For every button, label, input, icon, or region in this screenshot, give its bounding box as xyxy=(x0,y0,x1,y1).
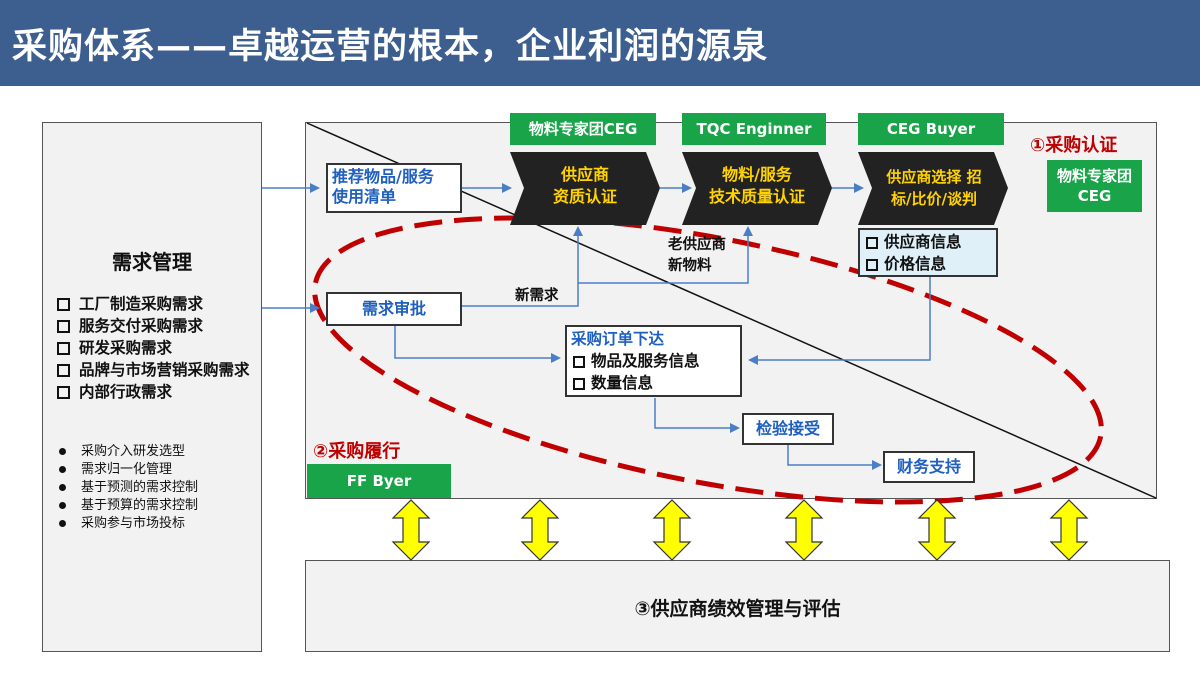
bullet-icon xyxy=(59,520,66,527)
bullet-icon xyxy=(59,484,66,491)
demand-checkbox-list: 工厂制造采购需求 服务交付采购需求 研发采购需求 品牌与市场营销采购需求 内部行… xyxy=(57,293,257,403)
demand-item: 内部行政需求 xyxy=(57,381,257,403)
connector-arrows xyxy=(262,183,931,470)
demand-item: 服务交付采购需求 xyxy=(57,315,257,337)
demand-management-panel: 需求管理 工厂制造采购需求 服务交付采购需求 研发采购需求 品牌与市场营销采购需… xyxy=(42,122,262,652)
purchase-order-title: 采购订单下达 xyxy=(571,330,665,348)
chevron-supplier-qualification xyxy=(510,152,660,225)
double-arrow xyxy=(520,499,560,561)
price-info-item: 价格信息 xyxy=(864,253,992,275)
bullet-item: 基于预测的需求控制 xyxy=(57,479,257,497)
checkbox-icon xyxy=(57,320,70,333)
checkbox-icon xyxy=(573,356,585,368)
demand-item: 工厂制造采购需求 xyxy=(57,293,257,315)
bullet-icon xyxy=(59,466,66,473)
checkbox-icon xyxy=(57,298,70,311)
checkbox-icon xyxy=(866,259,878,271)
ceg-buyer-label: CEG Buyer xyxy=(858,113,1004,145)
chevron-material-certification xyxy=(682,152,832,225)
double-arrow xyxy=(784,499,824,561)
bullet-icon xyxy=(59,448,66,455)
checkbox-icon xyxy=(57,386,70,399)
bullet-item: 采购介入研发选型 xyxy=(57,443,257,461)
material-certification-text: 物料/服务 技术质量认证 xyxy=(708,165,805,206)
recommend-list-box: 推荐物品/服务 使用清单 xyxy=(326,163,462,213)
double-arrow xyxy=(917,499,957,561)
supplier-performance-box: ③供应商绩效管理与评估 xyxy=(305,560,1170,652)
supplier-performance-label: ③供应商绩效管理与评估 xyxy=(634,598,841,620)
tqc-label: TQC Enginner xyxy=(682,113,826,145)
demand-item: 研发采购需求 xyxy=(57,337,257,359)
order-item: 数量信息 xyxy=(571,372,736,394)
fulfillment-ellipse xyxy=(312,215,1104,505)
double-arrow xyxy=(391,499,431,561)
ceg-side-label: 物料专家团 CEG xyxy=(1047,160,1142,212)
supplier-info-box: 供应商信息 价格信息 xyxy=(858,228,998,277)
checkbox-icon xyxy=(57,364,70,377)
bullet-item: 需求归一化管理 xyxy=(57,461,257,479)
checkbox-icon xyxy=(573,378,585,390)
checkbox-icon xyxy=(866,237,878,249)
double-arrow xyxy=(652,499,692,561)
demand-management-title: 需求管理 xyxy=(112,250,192,274)
purchase-order-box: 采购订单下达 物品及服务信息 数量信息 xyxy=(565,325,742,397)
demand-bullet-list: 采购介入研发选型 需求归一化管理 基于预测的需求控制 基于预算的需求控制 采购参… xyxy=(57,443,257,533)
bullet-item: 基于预算的需求控制 xyxy=(57,497,257,515)
supplier-selection-text: 供应商选择 招 标/比价/谈判 xyxy=(886,168,982,208)
bullet-icon xyxy=(59,502,66,509)
demand-approval-box: 需求审批 xyxy=(326,292,462,326)
new-demand-label: 新需求 xyxy=(515,288,559,304)
finance-support-box: 财务支持 xyxy=(883,451,975,483)
title-bar: 采购体系——卓越运营的根本，企业利润的源泉 xyxy=(0,0,1200,86)
fulfillment-label: ②采购履行 xyxy=(313,441,401,462)
chevrons xyxy=(510,152,1008,225)
checkbox-icon xyxy=(57,342,70,355)
old-supplier-label: 老供应商 新物料 xyxy=(668,237,726,274)
ceg-label: 物料专家团CEG xyxy=(510,113,656,145)
chevron-supplier-selection xyxy=(858,152,1008,225)
double-arrow xyxy=(1049,499,1089,561)
page-title: 采购体系——卓越运营的根本，企业利润的源泉 xyxy=(12,27,769,67)
supplier-qualification-text: 供应商 资质认证 xyxy=(552,165,617,206)
order-item: 物品及服务信息 xyxy=(571,350,736,372)
inspection-box: 检验接受 xyxy=(742,413,834,445)
bullet-item: 采购参与市场投标 xyxy=(57,515,257,533)
demand-item: 品牌与市场营销采购需求 xyxy=(57,359,257,381)
double-arrows xyxy=(391,499,1089,561)
ff-buyer-label: FF Byer xyxy=(307,464,451,498)
certification-label: ①采购认证 xyxy=(1030,135,1118,156)
supplier-info-item: 供应商信息 xyxy=(864,231,992,253)
